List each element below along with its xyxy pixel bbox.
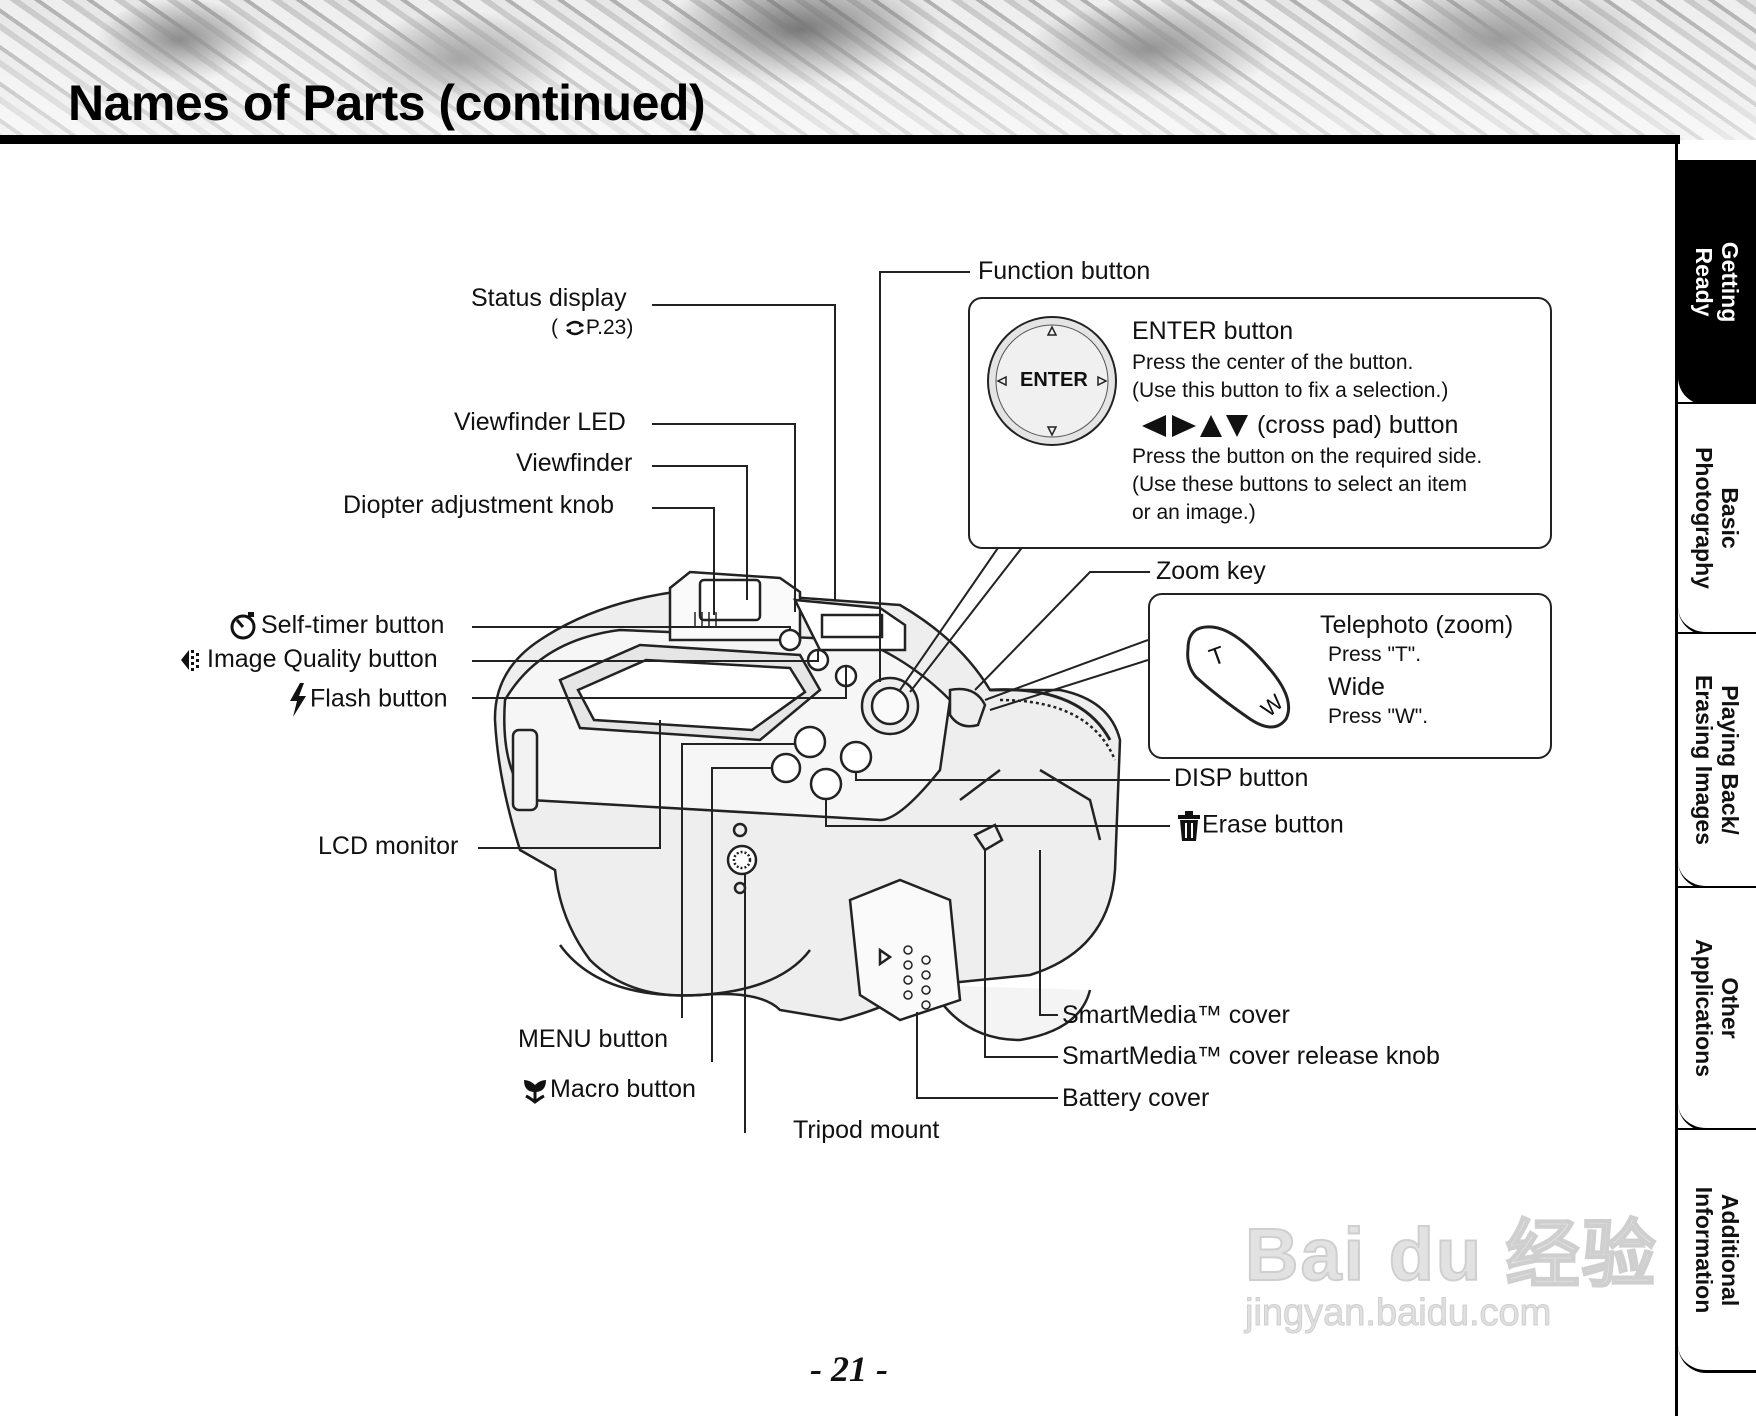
tab-getting-ready[interactable]: Getting Ready [1678,160,1756,405]
image-quality-label: Image Quality button [177,645,438,674]
tripod-mount-label: Tripod mount [793,1116,940,1144]
flash-label: Flash button [286,682,448,718]
erase-button-label: Erase button [1176,810,1344,842]
self-timer-icon [230,612,256,640]
self-timer-label: Self-timer button [227,611,444,641]
battery-cover-label: Battery cover [1062,1084,1210,1112]
zoom-key-label: Zoom key [1156,557,1266,585]
macro-icon [524,1080,546,1105]
image-quality-icon [181,650,199,672]
macro-button-label: Macro button [520,1075,696,1105]
trash-icon [1178,811,1200,841]
status-display-label: Status display [471,284,627,312]
enter-key-text: ENTER [1020,369,1088,391]
disp-button-label: DISP button [1174,764,1309,792]
wide-desc: Press "W". [1328,705,1429,728]
leader-lines [472,271,1170,1133]
status-display-ref: ( P.23) [551,316,634,339]
cross-pad-title: (cross pad) button [1140,411,1458,440]
baidu-watermark-url: jingyan.baidu.com [1244,1292,1552,1335]
diopter-knob-label: Diopter adjustment knob [343,491,614,519]
camera-illustration [493,570,1122,1042]
page-ref-icon [565,321,584,336]
enter-button-title: ENTER button [1132,317,1294,345]
tab-playing-back[interactable]: Playing Back/ Erasing Images [1678,632,1756,889]
page-header [0,0,1756,140]
lcd-monitor-label: LCD monitor [318,832,459,860]
enter-callout: ENTER ENTER button Press the center of t… [968,297,1552,549]
viewfinder-led-label: Viewfinder LED [454,408,626,436]
flash-icon [290,683,306,717]
zoom-callout: T W Telephoto (zoom) Press "T". Wide Pre… [1148,593,1552,759]
tab-additional-information[interactable]: Additional Information [1678,1128,1756,1373]
zoom-key-icon [1186,625,1291,729]
cross-pad-arrows-icon [1142,415,1248,438]
menu-button-label: MENU button [518,1025,669,1053]
tab-spine [1675,140,1678,1416]
enter-desc-1: Press the center of the button. [1132,351,1414,374]
tab-basic-photography[interactable]: Basic Photography [1678,402,1756,635]
smartmedia-cover-label: SmartMedia™ cover [1062,1001,1290,1029]
page-title: Names of Parts (continued) [68,75,706,131]
function-button-label: Function button [978,257,1151,285]
cross-desc-3: or an image.) [1132,501,1256,524]
cross-desc-1: Press the button on the required side. [1132,445,1483,468]
baidu-watermark: Bai du 经验 [1244,1212,1658,1297]
enter-desc-2: (Use this button to fix a selection.) [1132,379,1449,402]
viewfinder-label: Viewfinder [516,449,633,477]
wide-title: Wide [1328,673,1385,701]
telephoto-desc: Press "T". [1328,643,1422,666]
header-rule [0,135,1680,144]
telephoto-title: Telephoto (zoom) [1320,611,1514,639]
cross-desc-2: (Use these buttons to select an item [1132,473,1468,496]
smartmedia-release-label: SmartMedia™ cover release knob [1062,1042,1440,1070]
cross-pad-icon [987,316,1117,446]
page-number: - 21 - [810,1349,888,1389]
